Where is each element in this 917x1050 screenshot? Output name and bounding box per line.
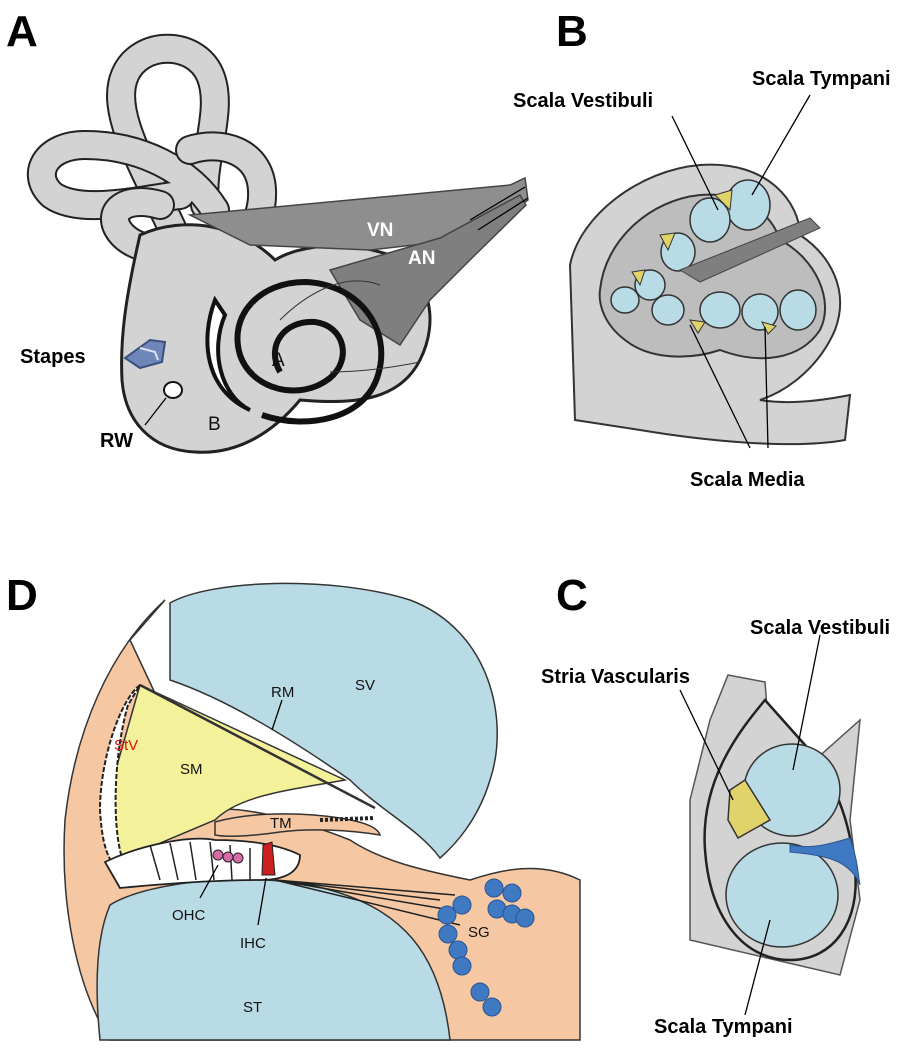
cochlea-inner-wall (205, 295, 251, 412)
panel-a-letter: A (6, 7, 38, 56)
leader-scala-media-1 (689, 324, 751, 449)
c-nerve-fiber (789, 837, 861, 886)
cochlea-thin-line (279, 280, 421, 373)
stapes-arch (139, 347, 159, 361)
label-d-stv: StV (114, 737, 138, 754)
panel-a: A VN AN Stapes RW A B (6, 7, 529, 454)
round-window (163, 381, 183, 399)
d-ohc-1 (212, 849, 224, 861)
b-chambers (610, 179, 817, 335)
leader-scala-media-2 (764, 326, 769, 449)
panel-c-letter: C (556, 571, 588, 620)
stapes-icon (123, 338, 167, 370)
d-scala-vestibuli (169, 582, 498, 860)
panel-b-letter: B (556, 7, 588, 56)
d-nerve-fibers (274, 879, 461, 926)
label-b: B (208, 414, 221, 435)
d-organ-of-corti (103, 837, 301, 889)
c-stria-scala-media (727, 778, 772, 840)
label-vn: VN (367, 220, 393, 241)
leader-c-scala-vestibuli (792, 634, 821, 771)
d-scala-media (109, 683, 348, 862)
d-tectorial-membrane (214, 813, 382, 837)
label-b-scala-tympani: Scala Tympani (752, 68, 891, 90)
label-d-sm: SM (180, 761, 203, 778)
nerve-fiber-1 (469, 186, 526, 221)
leader-c-stria (679, 689, 734, 801)
panel-d: D (6, 571, 581, 1041)
label-d-tm: TM (270, 815, 292, 832)
b-modiolus-nerve (678, 217, 821, 283)
label-c-scala-vestibuli: Scala Vestibuli (750, 617, 890, 639)
label-d-ihc: IHC (240, 935, 266, 952)
rw-leader (144, 397, 167, 426)
panel-b: B Scala Tympani Scala Vestibuli Scal (513, 7, 891, 491)
leader-scala-tympani (751, 94, 811, 196)
label-b-scala-vestibuli: Scala Vestibuli (513, 90, 653, 112)
d-ohc-2 (222, 851, 234, 863)
label-rw: RW (100, 430, 133, 452)
label-an: AN (408, 248, 435, 269)
label-a: A (272, 350, 285, 371)
label-c-scala-tympani: Scala Tympani (654, 1016, 793, 1038)
label-c-stria-vascularis: Stria Vascularis (541, 666, 690, 688)
panel-c: C Scala Vestibuli Stria Vascularis Scala… (541, 571, 890, 1038)
panel-d-letter: D (6, 571, 38, 620)
nerve-fiber-2 (477, 197, 529, 231)
d-ihc (261, 841, 276, 876)
leader-rm (271, 699, 283, 731)
leader-c-scala-tympani (744, 919, 771, 1016)
label-d-st: ST (243, 999, 262, 1016)
label-b-scala-media: Scala Media (690, 469, 805, 491)
label-stapes: Stapes (20, 346, 86, 368)
d-stria-vascularis (98, 684, 141, 872)
label-d-sg: SG (468, 924, 490, 941)
cochlea-spiral (234, 278, 385, 425)
label-d-ohc: OHC (172, 907, 206, 924)
d-ohc-3 (232, 852, 244, 864)
leader-ohc (199, 864, 219, 899)
d-tm-spiral-limbus (319, 816, 376, 822)
c-scala-tympani (725, 842, 839, 948)
d-corti-hatching (149, 841, 251, 881)
d-reissner-membrane (139, 683, 376, 810)
label-d-rm: RM (271, 684, 294, 701)
label-d-sv: SV (355, 677, 375, 694)
d-spiral-ganglion (437, 878, 535, 1017)
leader-scala-vestibuli (671, 115, 719, 211)
leader-ihc (257, 877, 267, 926)
